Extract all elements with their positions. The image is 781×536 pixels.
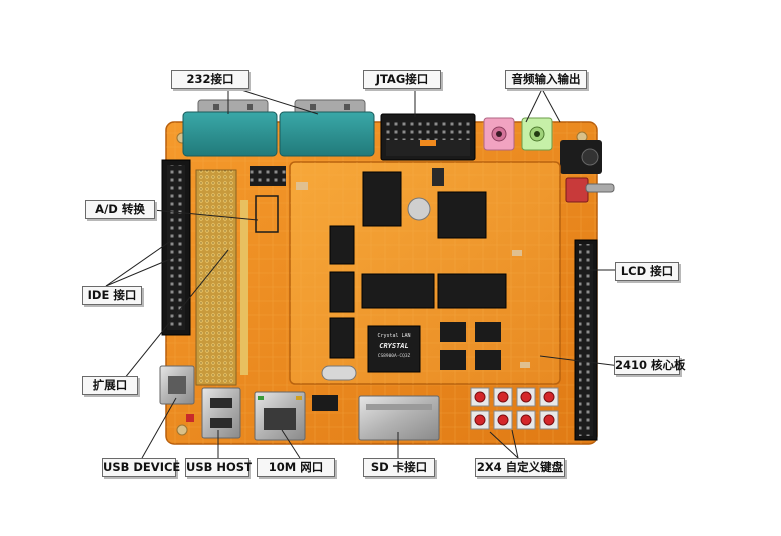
power-jack	[560, 140, 615, 203]
label-lcd: LCD 接口	[615, 262, 679, 281]
leader-lines	[105, 88, 621, 459]
keypad-button-cap	[497, 414, 509, 426]
audio-jacks	[483, 117, 553, 151]
expansion-area	[195, 166, 286, 386]
lcd-header	[574, 239, 598, 441]
keypad-buttons	[470, 387, 559, 430]
usb-host-port	[201, 387, 241, 439]
usb-device-port	[159, 365, 195, 405]
label-usb-host: USB HOST	[185, 458, 252, 477]
label-ide: IDE 接口	[82, 286, 142, 305]
label-audio: 音频输入输出	[505, 70, 587, 89]
keypad-button-cap	[520, 414, 532, 426]
label-jtag: JTAG接口	[363, 70, 441, 89]
keypad-button-cap	[474, 414, 486, 426]
label-usb-device: USB DEVICE	[102, 458, 180, 477]
ethernet-chip-logo: CRYSTAL	[379, 342, 409, 350]
keypad-button-cap	[520, 391, 532, 403]
label-expansion: 扩展口	[82, 376, 138, 395]
ethernet-chip-brand: Crystal LAN	[377, 333, 410, 339]
keypad-button-cap	[543, 414, 555, 426]
db9-connector-right	[279, 99, 375, 157]
label-ethernet: 10M 网口	[257, 458, 335, 477]
sd-card-slot	[358, 395, 440, 441]
label-core-board: 2410 核心板	[614, 356, 686, 375]
jtag-header	[380, 113, 476, 161]
label-rs232: 232接口	[171, 70, 249, 89]
core-board: Crystal LAN CRYSTAL CS8900A-CQ3Z	[289, 161, 561, 385]
ethernet-chip-part: CS8900A-CQ3Z	[378, 353, 411, 359]
ide-header	[161, 159, 191, 336]
keypad-button-cap	[543, 391, 555, 403]
keypad-button-cap	[474, 391, 486, 403]
label-keypad: 2X4 自定义键盘	[475, 458, 565, 477]
label-sd: SD 卡接口	[363, 458, 435, 477]
ethernet-port	[254, 391, 306, 441]
db9-connector-left	[182, 99, 278, 157]
label-adc: A/D 转换	[85, 200, 155, 219]
keypad-button-cap	[497, 391, 509, 403]
